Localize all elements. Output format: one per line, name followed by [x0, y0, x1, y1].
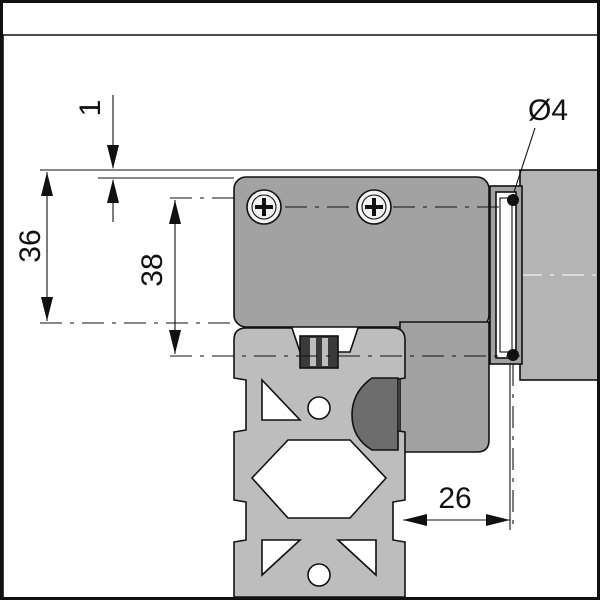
screw-icon	[356, 189, 392, 225]
screw-icon	[246, 189, 282, 225]
dim-36-label: 36	[14, 229, 47, 262]
dim-diameter-leader	[513, 127, 536, 193]
dim-1-label: 1	[74, 100, 107, 117]
pin-bottom	[507, 349, 519, 361]
dim-diameter-label: Ø4	[528, 94, 568, 127]
aluminium-profile	[233, 327, 406, 597]
flange-ring	[495, 191, 517, 359]
bracket-upper	[233, 176, 490, 328]
bracket-lower	[399, 321, 490, 453]
drawing-canvas: 36 38 1 26 Ø4	[3, 34, 597, 597]
dim-38-label: 38	[136, 253, 169, 286]
dim-26-label: 26	[438, 482, 471, 515]
flange-core	[499, 197, 513, 353]
pin-top	[507, 194, 519, 206]
